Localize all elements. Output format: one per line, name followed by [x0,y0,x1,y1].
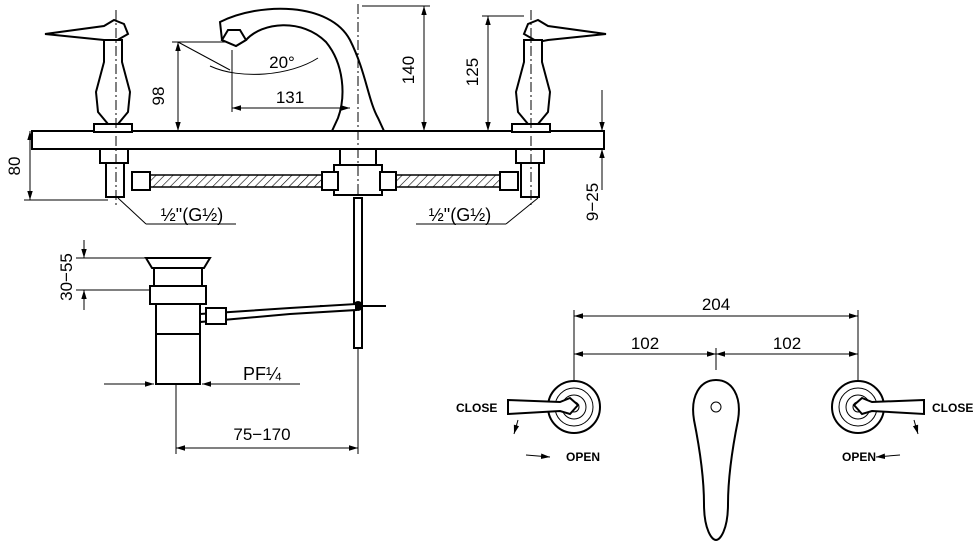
dim-140: 140 [399,56,418,84]
dim-20-deg: 20° [269,53,295,72]
label-open-left: OPEN [566,450,600,464]
dim-9-25: 9−25 [583,183,602,221]
left-handle-elevation [44,10,133,205]
dim-102-right: 102 [773,334,801,353]
thread-left-inlet: ½"(G½) [161,205,223,225]
popup-drain-elevation [144,257,357,385]
dim-204: 204 [702,295,730,314]
braided-hoses [131,171,519,191]
dimension-labels-elevation: 131 98 20° 140 125 80 9−25 30−55 75−170 … [5,53,602,444]
right-handle-elevation [511,10,607,205]
dim-125: 125 [463,58,482,86]
spout-elevation [218,4,386,350]
dimension-lines-elevation [24,5,605,454]
plan-view: 204 102 102 CLOSE OPEN [456,295,973,542]
dim-102-left: 102 [631,334,659,353]
left-handle-plan [507,380,601,434]
label-close-right: CLOSE [932,401,973,415]
dim-80: 80 [5,157,24,176]
countertop-deck [31,130,605,150]
label-close-left: CLOSE [456,401,497,415]
thread-right-inlet: ½"(G½) [429,205,491,225]
dim-98: 98 [149,87,168,106]
spout-plan [692,378,740,542]
thread-drain: PF¼ [243,364,282,384]
label-open-right: OPEN [842,450,876,464]
dim-30-55: 30−55 [57,253,76,301]
dim-75-170: 75−170 [233,425,290,444]
right-handle-plan [831,380,925,434]
dim-131: 131 [276,88,304,107]
